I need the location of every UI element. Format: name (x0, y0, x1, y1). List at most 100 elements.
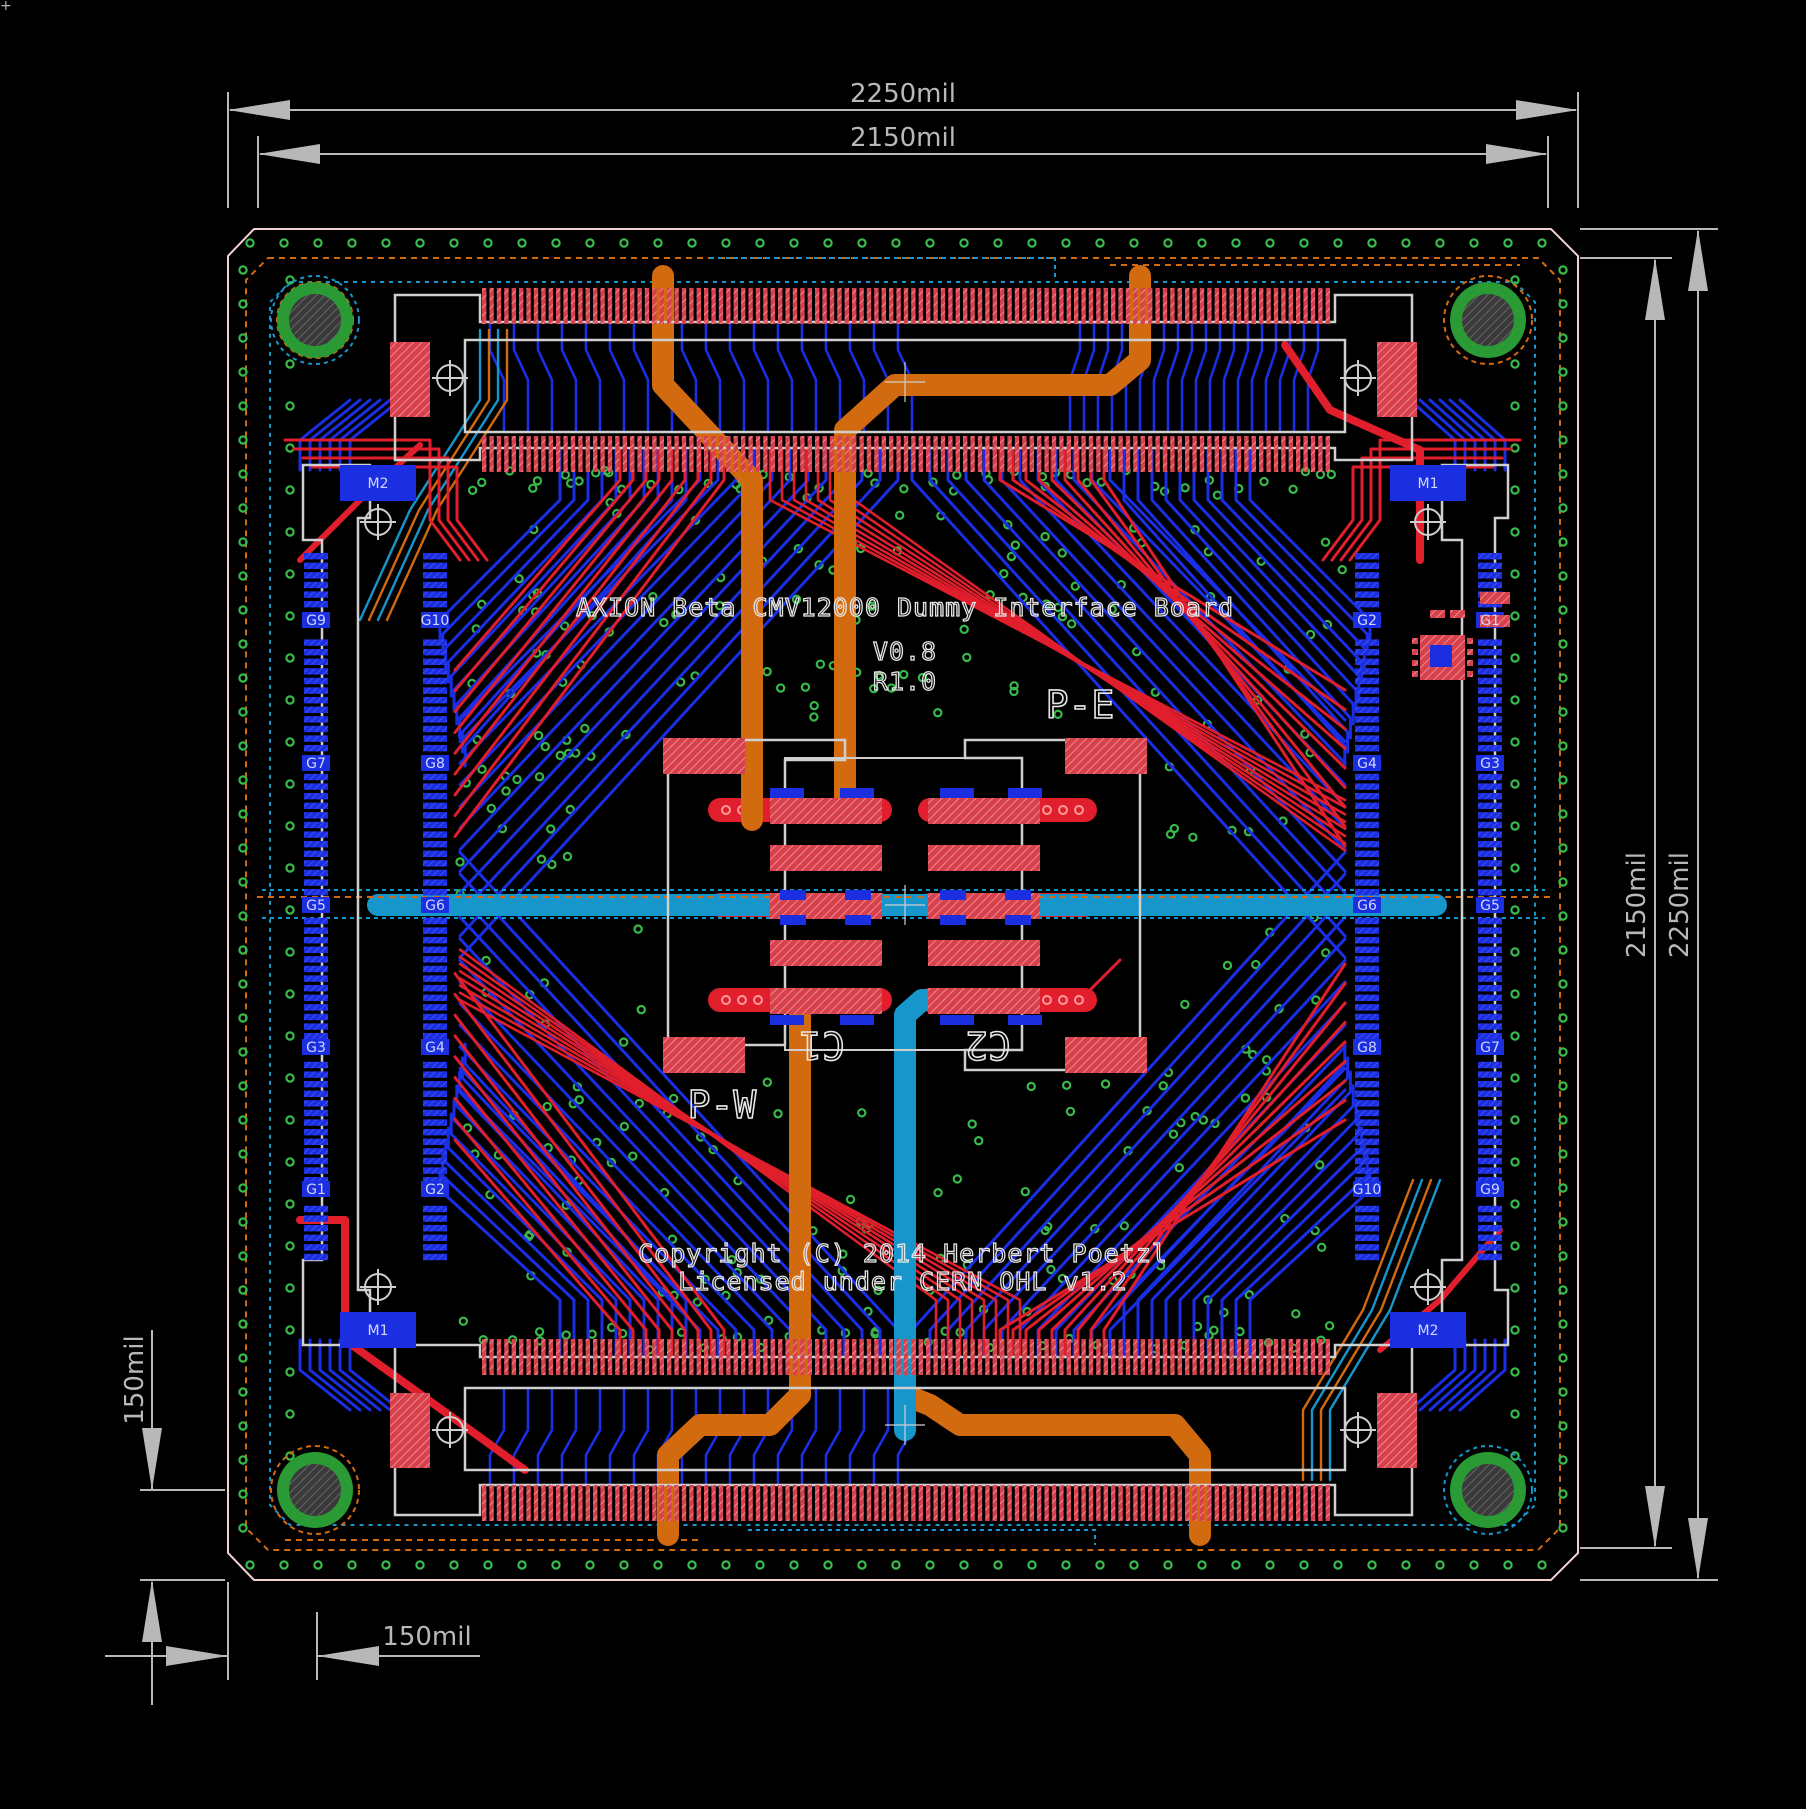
connector-pin (1162, 1339, 1168, 1375)
connector-pin (1133, 1485, 1138, 1521)
via (238, 945, 248, 955)
connector-pin (304, 1100, 328, 1107)
connector-pin (1148, 436, 1153, 472)
via (959, 624, 969, 635)
via (1558, 1217, 1568, 1227)
ground-pad (421, 612, 449, 628)
connector-pin (1318, 436, 1323, 472)
via (1558, 1285, 1568, 1295)
connector-pin (304, 1215, 328, 1222)
connector-pin (1478, 677, 1502, 685)
connector-pin (896, 436, 901, 472)
connector-pin (881, 288, 886, 324)
connector-pin (726, 436, 731, 472)
via (721, 238, 731, 248)
via (238, 503, 248, 513)
connector-pin (504, 288, 509, 324)
connector-pin (992, 288, 997, 324)
connector-pin (1355, 1138, 1379, 1145)
connector-pin (423, 793, 447, 800)
connector-pin (423, 591, 447, 598)
connector-pin (985, 1485, 990, 1521)
connector-pin (955, 436, 960, 472)
trace (728, 320, 746, 434)
connector-pin (681, 1485, 687, 1521)
connector-pin (911, 288, 916, 324)
via (1558, 367, 1568, 377)
via (1180, 483, 1190, 493)
via (449, 1560, 459, 1570)
connector-pin (770, 288, 775, 324)
ground-pad (302, 1181, 330, 1197)
trace (453, 446, 622, 672)
connector-pin (1140, 1485, 1145, 1521)
via (1510, 443, 1520, 453)
connector-pin (659, 1485, 664, 1521)
trace (446, 1126, 604, 1359)
connector-pin (1310, 1339, 1316, 1375)
connector-pin (1478, 1148, 1502, 1155)
connector-pin (423, 1225, 447, 1232)
via (634, 1098, 644, 1109)
connector-pin (578, 1485, 583, 1521)
connector-pin (304, 1129, 328, 1136)
connector-pin (563, 288, 568, 324)
connector-pin (1066, 1339, 1071, 1375)
via (1510, 569, 1520, 579)
connector-pin (696, 288, 701, 324)
via (1558, 1455, 1568, 1465)
via (285, 1451, 295, 1461)
trace (1208, 320, 1222, 434)
connector-pin (304, 1244, 328, 1251)
connector-pin (1478, 553, 1502, 560)
via (619, 1560, 629, 1570)
pads (302, 288, 1510, 1521)
connector-pin (704, 1485, 709, 1521)
connector-pin (1355, 1109, 1379, 1117)
connector-pin (1296, 436, 1301, 472)
connector-pin (681, 1339, 687, 1375)
connector-pin (1111, 1485, 1116, 1521)
connector-pin (1478, 889, 1502, 896)
via (483, 1560, 493, 1570)
connector-pin (815, 288, 820, 324)
connector-pin (763, 288, 768, 324)
via (560, 470, 571, 480)
connector-pin (570, 436, 576, 472)
via (1065, 1106, 1076, 1117)
connector-pin (304, 802, 328, 809)
connector-pin (423, 668, 447, 675)
via (628, 1151, 638, 1161)
via (606, 1157, 617, 1168)
connector-pin (859, 1339, 864, 1375)
trace (824, 320, 842, 434)
via (917, 672, 928, 683)
connector-pin (874, 288, 879, 324)
connector-pin (504, 1339, 509, 1375)
via (633, 924, 643, 934)
dim-outer-width: 2250mil (850, 79, 956, 109)
connector-pin (1177, 1339, 1182, 1375)
ground-pad-label: G5 (1480, 898, 1500, 914)
connector-pin (1296, 1485, 1301, 1521)
ic-pin (1467, 660, 1473, 666)
power-pin (928, 798, 1040, 824)
via (477, 764, 487, 775)
via (899, 669, 909, 680)
connector-pin (940, 1485, 946, 1521)
via (238, 843, 248, 853)
via (1020, 1186, 1030, 1197)
connector-pin (533, 1339, 539, 1375)
trace (1319, 1178, 1433, 1482)
connector-pin (519, 436, 524, 472)
connector-pin (1273, 1485, 1279, 1521)
via (458, 1316, 469, 1326)
connector-pin (1355, 793, 1379, 800)
connector-pin (1310, 436, 1316, 472)
connector-pin (511, 1339, 516, 1375)
via (648, 592, 658, 602)
trace (458, 1066, 720, 1359)
connector-pin (940, 1339, 946, 1375)
connector-pin (423, 658, 447, 665)
connector-pin (1037, 1339, 1042, 1375)
